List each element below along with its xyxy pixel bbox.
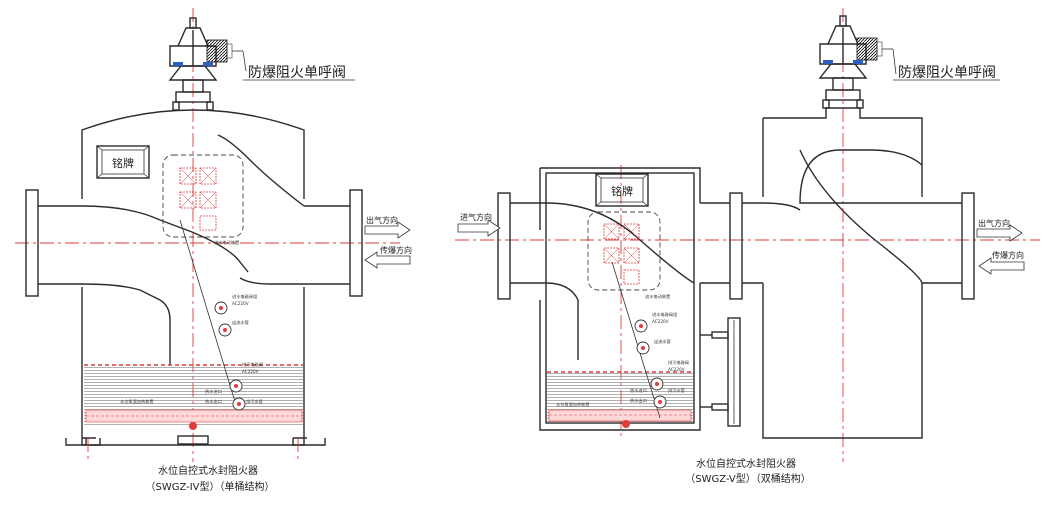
left-solenoid-valves xyxy=(179,219,246,430)
left-internal-duct xyxy=(81,205,249,365)
left-arrester-cells xyxy=(179,167,217,231)
left-outlet-arrow xyxy=(364,221,411,239)
left-callout-6: 热水进口 xyxy=(205,388,222,395)
left-vent-valve xyxy=(168,17,355,111)
right-callout-5: AC220V xyxy=(668,367,685,372)
right-callout-9: 水位报温加热装置 xyxy=(556,401,590,408)
left-arrester-element xyxy=(162,154,244,238)
right-inlet-arrow xyxy=(457,219,501,237)
right-callout-7: 热水出口 xyxy=(630,397,647,404)
left-flashback-arrow xyxy=(364,251,411,269)
right-inlet-label: 进气方向 xyxy=(460,212,492,222)
left-callout-0: 流水电动装置 xyxy=(214,239,239,246)
left-nameplate xyxy=(96,145,150,179)
right-vent-valve xyxy=(818,15,1000,109)
right-valve-label: 防爆阻火单呼阀 xyxy=(898,65,996,81)
right-tank1-body xyxy=(539,167,701,431)
left-callout-8: 排污水管 xyxy=(246,398,263,405)
right-tank2-body xyxy=(762,107,923,439)
right-arrester-drawing: 防爆阻火单呼阀 xyxy=(455,8,1040,485)
right-nameplate xyxy=(595,173,649,207)
left-callout-5: AC220V xyxy=(242,369,259,374)
left-callout-9: 水位报温加热装置 xyxy=(120,398,154,405)
left-caption-title: 水位自控式水封阻火器 xyxy=(158,464,258,477)
left-callout-1: 进水电磁阀组 xyxy=(232,293,257,300)
left-duct-upper-curve xyxy=(217,134,305,207)
right-tank1-duct xyxy=(545,202,695,360)
right-arrester-cells xyxy=(603,223,640,285)
left-duct-lower-curve xyxy=(239,277,304,285)
left-callout-2: AC220V xyxy=(232,301,249,306)
left-callout-7: 热水出口 xyxy=(205,398,222,405)
right-callout-3: 出流水管 xyxy=(654,338,671,345)
right-caption-model: （SWGZ-V型）（双桶结构） xyxy=(685,472,811,485)
left-arrester-drawing: 防爆阻火单呼阀 流水电动装置 进水电磁阀组 AC220V 出流水管 xyxy=(15,8,412,493)
right-caption-title: 水位自控式水封阻火器 xyxy=(696,457,796,470)
right-outlet-arrow xyxy=(976,224,1023,242)
left-base-supports xyxy=(65,435,326,462)
right-flashback-label: 传爆方向 xyxy=(992,250,1024,260)
right-level-gauge xyxy=(700,317,741,427)
right-outlet-pipe xyxy=(922,192,975,300)
left-flashback-label: 传爆方向 xyxy=(380,245,412,255)
right-tank2-duct xyxy=(762,149,923,284)
left-water-zone xyxy=(84,364,303,425)
right-solenoid-valves xyxy=(611,261,667,428)
left-outlet-label: 出气方向 xyxy=(366,215,398,225)
left-caption-model: （SWGZ-IV型）（单桶结构） xyxy=(145,480,274,493)
right-connecting-pipes xyxy=(700,192,763,300)
right-callout-6: 热水进口 xyxy=(630,387,647,394)
left-inlet-pipe xyxy=(25,189,82,297)
left-outlet-pipe xyxy=(304,189,363,297)
right-callouts: 流水电动装置 进水电磁阀组 AC220V 出流水管 排污电磁阀 AC220V 热… xyxy=(556,293,689,408)
left-callout-4: 排污电磁阀 xyxy=(242,361,263,368)
right-callout-4: 排污电磁阀 xyxy=(668,359,689,366)
right-callout-0: 流水电动装置 xyxy=(645,293,670,300)
right-inlet-pipe xyxy=(497,192,546,300)
right-tank2-duct-top xyxy=(799,149,923,204)
right-water-zone xyxy=(547,371,693,422)
left-valve-label: 防爆阻火单呼阀 xyxy=(248,65,346,81)
right-outlet-label: 出气方向 xyxy=(978,218,1010,228)
right-tank1-inner xyxy=(545,172,695,424)
right-callout-1: 进水电磁阀组 xyxy=(652,311,677,318)
right-nameplate-label: 铭牌 xyxy=(611,184,633,198)
right-arrester-element xyxy=(587,211,661,291)
left-callout-3: 出流水管 xyxy=(232,319,249,326)
right-callout-2: AC220V xyxy=(652,319,669,324)
right-callout-8: 排污水管 xyxy=(668,387,685,394)
left-nameplate-label: 铭牌 xyxy=(112,156,134,170)
right-flashback-arrow xyxy=(978,257,1025,275)
left-callouts: 流水电动装置 进水电磁阀组 AC220V 出流水管 排污电磁阀 AC220V 热… xyxy=(120,239,263,405)
